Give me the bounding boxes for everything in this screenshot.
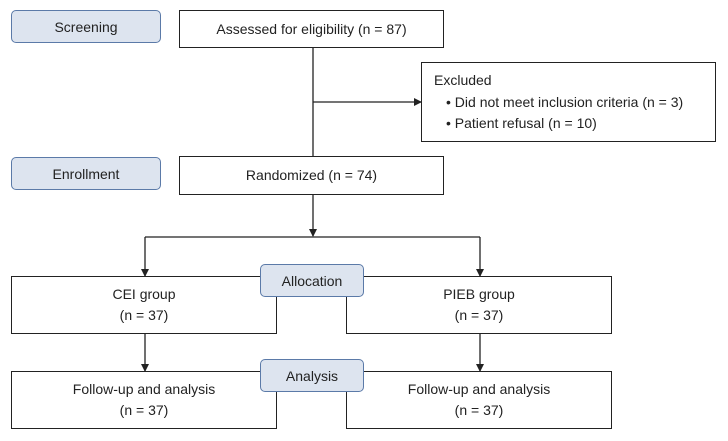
cei-group-label: CEI group bbox=[112, 286, 176, 302]
pieb-followup-label: Follow-up and analysis bbox=[407, 381, 551, 397]
excluded-box: Excluded • Did not meet inclusion criter… bbox=[421, 62, 716, 142]
pieb-group-label: PIEB group bbox=[443, 286, 515, 302]
pieb-followup-box: Follow-up and analysis (n = 37) bbox=[346, 371, 612, 429]
assessed-box: Assessed for eligibility (n = 87) bbox=[179, 10, 444, 48]
stage-screening: Screening bbox=[11, 10, 161, 43]
cei-followup-label: Follow-up and analysis bbox=[72, 381, 216, 397]
pieb-group-box: PIEB group (n = 37) bbox=[346, 276, 612, 334]
pieb-followup-count: (n = 37) bbox=[454, 402, 504, 418]
stage-allocation: Allocation bbox=[260, 264, 364, 297]
cei-followup-count: (n = 37) bbox=[119, 402, 169, 418]
assessed-label: Assessed for eligibility (n = 87) bbox=[216, 20, 407, 37]
excluded-item-inclusion: • Did not meet inclusion criteria (n = 3… bbox=[446, 94, 684, 110]
cei-group-box: CEI group (n = 37) bbox=[11, 276, 277, 334]
excluded-title: Excluded bbox=[434, 72, 492, 88]
randomized-box: Randomized (n = 74) bbox=[179, 156, 444, 195]
stage-analysis: Analysis bbox=[260, 359, 364, 392]
excluded-item-refusal: • Patient refusal (n = 10) bbox=[446, 115, 597, 131]
cei-group-count: (n = 37) bbox=[119, 307, 169, 323]
cei-followup-box: Follow-up and analysis (n = 37) bbox=[11, 371, 277, 429]
stage-enrollment: Enrollment bbox=[11, 157, 161, 190]
pieb-group-count: (n = 37) bbox=[454, 307, 504, 323]
randomized-label: Randomized (n = 74) bbox=[245, 167, 378, 183]
